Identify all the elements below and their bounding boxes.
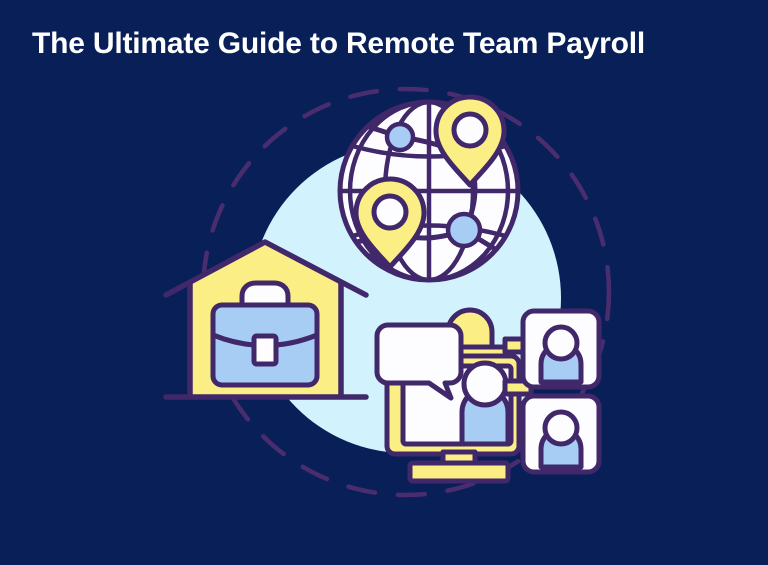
globe-icon: [337, 94, 521, 283]
participant-card: [520, 308, 602, 390]
participant-card: [520, 393, 602, 475]
video-call-group: [374, 307, 602, 484]
dashed-ring: [200, 86, 612, 498]
house-icon: [163, 239, 369, 400]
avatar-on-screen: [459, 360, 511, 447]
page-title: The Ultimate Guide to Remote Team Payrol…: [32, 27, 646, 60]
globe-node-dot: [384, 121, 416, 153]
speech-bubble-icon: [374, 322, 464, 401]
briefcase-icon: [210, 280, 320, 388]
map-pin-icon: [353, 176, 427, 270]
globe-node-dot: [445, 211, 483, 249]
map-pin-icon: [433, 94, 507, 188]
